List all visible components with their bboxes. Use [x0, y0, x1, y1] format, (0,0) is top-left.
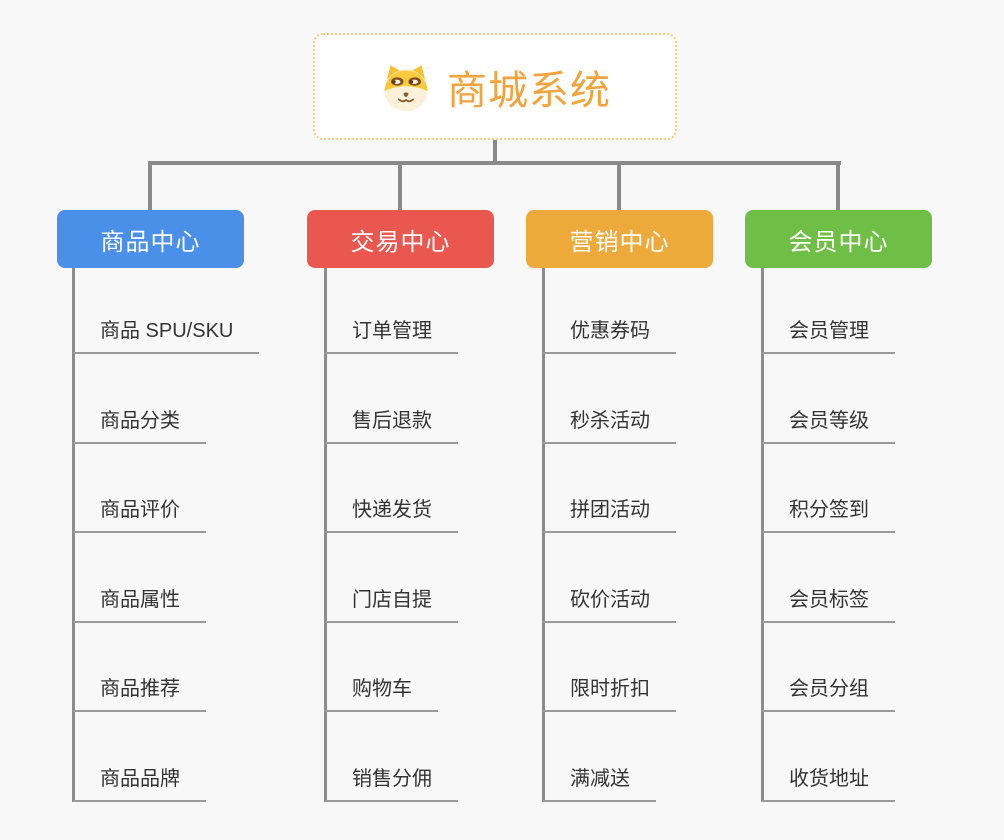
branch-node-product[interactable]: 商品中心	[57, 210, 244, 268]
subtopic-trade-3[interactable]: 门店自提	[325, 583, 458, 623]
subtopic-trade-1[interactable]: 售后退款	[325, 404, 458, 444]
subtopic-row: 会员标签	[762, 533, 895, 623]
root-topic-label: 商城系统	[447, 68, 611, 113]
subtopic-row: 商品 SPU/SKU	[73, 268, 260, 354]
subtopic-member-5[interactable]: 收货地址	[762, 762, 895, 802]
branch-children-marketing: 优惠券码 秒杀活动 拼团活动 砍价活动 限时折扣 满减送	[543, 268, 676, 802]
subtopic-row: 商品评价	[73, 444, 259, 533]
subtopic-marketing-5[interactable]: 满减送	[543, 762, 656, 802]
connector-column-marketing	[542, 268, 545, 802]
subtopic-product-5[interactable]: 商品品牌	[73, 762, 206, 802]
connector-drop-trade	[398, 161, 402, 211]
subtopic-row: 会员分组	[762, 623, 895, 712]
subtopic-row: 商品属性	[73, 533, 259, 623]
branch-node-member[interactable]: 会员中心	[745, 210, 932, 268]
subtopic-row: 购物车	[325, 623, 458, 712]
subtopic-trade-4[interactable]: 购物车	[325, 672, 438, 712]
connector-horizontal	[148, 161, 841, 165]
branch-children-product: 商品 SPU/SKU 商品分类 商品评价 商品属性 商品推荐 商品品牌	[73, 268, 260, 802]
subtopic-marketing-2[interactable]: 拼团活动	[543, 493, 676, 533]
subtopic-row: 售后退款	[325, 354, 458, 444]
subtopic-row: 会员管理	[762, 268, 895, 354]
connector-column-member	[761, 268, 764, 802]
subtopic-row: 商品推荐	[73, 623, 259, 712]
branch-children-trade: 订单管理 售后退款 快递发货 门店自提 购物车 销售分佣	[325, 268, 458, 802]
subtopic-row: 砍价活动	[543, 533, 676, 623]
dog-face-icon	[379, 62, 433, 112]
connector-column-trade	[324, 268, 327, 802]
subtopic-product-4[interactable]: 商品推荐	[73, 672, 206, 712]
subtopic-member-4[interactable]: 会员分组	[762, 672, 895, 712]
subtopic-row: 门店自提	[325, 533, 458, 623]
subtopic-trade-5[interactable]: 销售分佣	[325, 762, 458, 802]
subtopic-row: 订单管理	[325, 268, 458, 354]
subtopic-row: 收货地址	[762, 712, 895, 802]
connector-drop-product	[148, 161, 152, 211]
subtopic-product-2[interactable]: 商品评价	[73, 493, 206, 533]
subtopic-row: 满减送	[543, 712, 676, 802]
subtopic-row: 销售分佣	[325, 712, 458, 802]
subtopic-row: 优惠券码	[543, 268, 676, 354]
branch-node-marketing[interactable]: 营销中心	[526, 210, 713, 268]
subtopic-row: 拼团活动	[543, 444, 676, 533]
connector-drop-member	[836, 161, 840, 211]
subtopic-row: 快递发货	[325, 444, 458, 533]
subtopic-product-0[interactable]: 商品 SPU/SKU	[73, 314, 260, 354]
subtopic-marketing-4[interactable]: 限时折扣	[543, 672, 676, 712]
subtopic-row: 限时折扣	[543, 623, 676, 712]
subtopic-marketing-1[interactable]: 秒杀活动	[543, 404, 676, 444]
connector-column-product	[72, 268, 75, 802]
subtopic-member-3[interactable]: 会员标签	[762, 583, 895, 623]
subtopic-trade-2[interactable]: 快递发货	[325, 493, 458, 533]
subtopic-product-1[interactable]: 商品分类	[73, 404, 206, 444]
subtopic-row: 积分签到	[762, 444, 895, 533]
branch-node-trade[interactable]: 交易中心	[307, 210, 494, 268]
subtopic-row: 商品分类	[73, 354, 259, 444]
subtopic-row: 会员等级	[762, 354, 895, 444]
subtopic-marketing-0[interactable]: 优惠券码	[543, 314, 676, 354]
subtopic-product-3[interactable]: 商品属性	[73, 583, 206, 623]
connector-root-vertical	[493, 140, 497, 165]
subtopic-marketing-3[interactable]: 砍价活动	[543, 583, 676, 623]
branch-children-member: 会员管理 会员等级 积分签到 会员标签 会员分组 收货地址	[762, 268, 895, 802]
subtopic-member-0[interactable]: 会员管理	[762, 314, 895, 354]
subtopic-member-2[interactable]: 积分签到	[762, 493, 895, 533]
subtopic-trade-0[interactable]: 订单管理	[325, 314, 458, 354]
root-topic[interactable]: 商城系统	[313, 33, 677, 140]
connector-drop-marketing	[617, 161, 621, 211]
subtopic-member-1[interactable]: 会员等级	[762, 404, 895, 444]
subtopic-row: 秒杀活动	[543, 354, 676, 444]
subtopic-row: 商品品牌	[73, 712, 259, 802]
